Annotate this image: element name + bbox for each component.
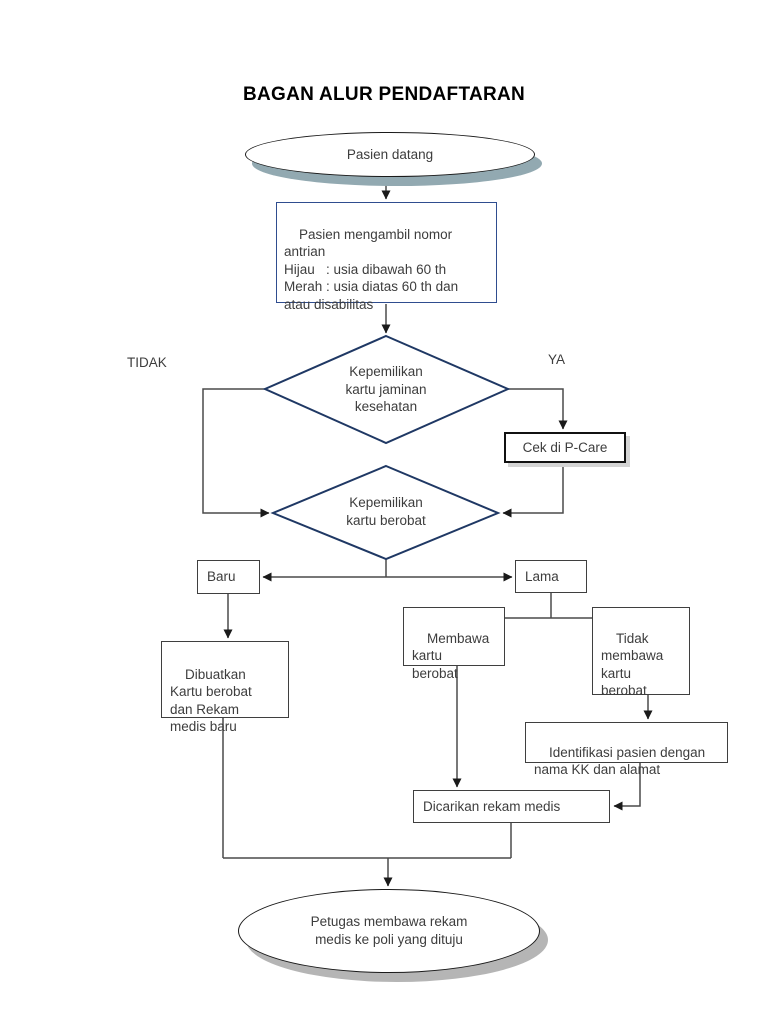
- process-tidak-membawa-kartu: Tidak membawa kartu berobat: [592, 607, 690, 698]
- edge-tidak-branch: [202, 388, 270, 518]
- decision-jaminan-shape: [262, 334, 511, 445]
- end-label: Petugas membawa rekam medis ke poli yang…: [310, 914, 468, 947]
- process-cek-pcare: Cek di P-Care: [504, 432, 626, 463]
- process-ambil-nomor-label: Pasien mengambil nomor antrian Hijau : u…: [284, 226, 459, 312]
- branch-label-ya: YA: [548, 352, 566, 367]
- start-terminator: Pasien datang: [245, 132, 535, 177]
- start-label: Pasien datang: [346, 146, 434, 162]
- process-cek-pcare-label: Cek di P-Care: [522, 439, 608, 455]
- edge-identifikasi-to-dicarikan: [613, 763, 641, 811]
- edge-cek-to-decision-berobat: [502, 464, 564, 518]
- process-dicarikan-rekam-medis: Dicarikan rekam medis: [413, 790, 610, 823]
- process-membawa-kartu: Membawa kartu berobat: [403, 607, 505, 681]
- process-tidak-membawa-kartu-label: Tidak membawa kartu berobat: [601, 630, 664, 699]
- decision-berobat-label: Kepemilikan kartu berobat: [346, 495, 426, 528]
- process-dibuatkan-kartu: Dibuatkan Kartu berobat dan Rekam medis …: [161, 641, 289, 734]
- edge-ya-branch-to-cek: [508, 388, 568, 430]
- decision-berobat-shape: [270, 464, 501, 561]
- end-terminator: Petugas membawa rekam medis ke poli yang…: [238, 889, 540, 973]
- process-lama: Lama: [515, 560, 587, 593]
- process-membawa-kartu-label: Membawa kartu berobat: [412, 630, 490, 681]
- process-ambil-nomor: Pasien mengambil nomor antrian Hijau : u…: [276, 202, 497, 312]
- process-dicarikan-rekam-medis-label: Dicarikan rekam medis: [423, 798, 561, 814]
- decision-jaminan-label: Kepemilikan kartu jaminan kesehatan: [345, 364, 427, 415]
- process-identifikasi-pasien-label: Identifikasi pasien dengan nama KK dan a…: [534, 744, 706, 778]
- process-baru: Baru: [197, 560, 260, 594]
- page-title: BAGAN ALUR PENDAFTARAN: [242, 84, 526, 105]
- process-identifikasi-pasien: Identifikasi pasien dengan nama KK dan a…: [525, 722, 728, 777]
- process-baru-label: Baru: [207, 569, 236, 585]
- process-lama-label: Lama: [525, 568, 559, 584]
- process-dibuatkan-kartu-label: Dibuatkan Kartu berobat dan Rekam medis …: [170, 666, 252, 735]
- branch-label-tidak: TIDAK: [127, 355, 167, 370]
